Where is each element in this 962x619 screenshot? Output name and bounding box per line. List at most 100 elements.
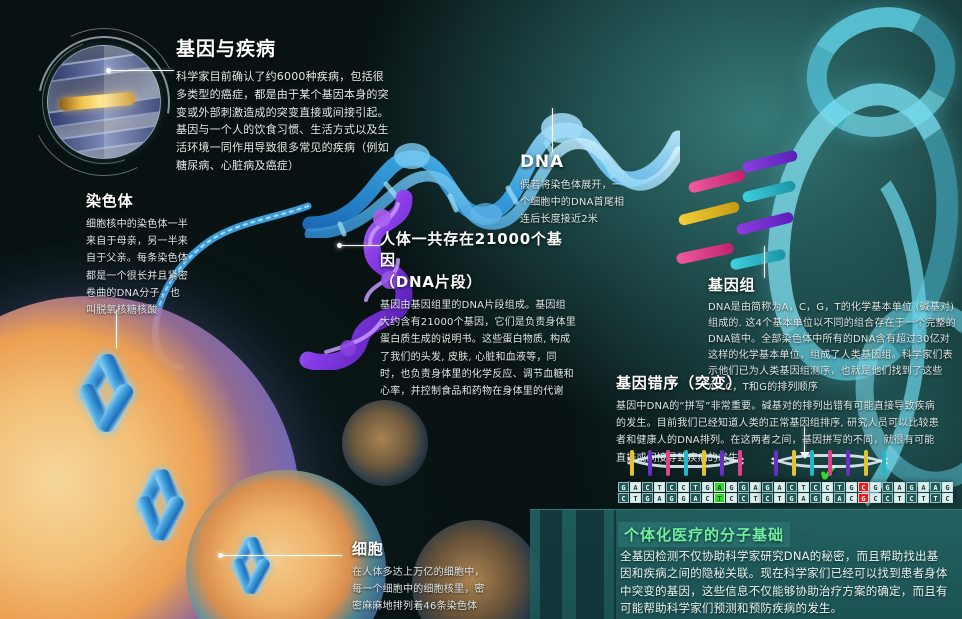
leader-dot [218, 553, 223, 558]
sequence-base-cell: C [846, 493, 857, 503]
conclusion-title: 个体化医疗的分子基础 [618, 522, 791, 547]
leader-dot [337, 243, 342, 248]
leader-line [222, 555, 342, 556]
base-pair-rung [729, 248, 787, 271]
section-title: 基因错序（突变） [616, 374, 743, 392]
sequence-base-cell: G [846, 482, 857, 492]
base-pair-rung [675, 242, 735, 265]
base-pair-rung [687, 169, 747, 194]
sequence-base-cell: A [654, 493, 665, 503]
section-body: 假若将染色体展开，一个细胞中的DNA首尾相连后长度接近2米 [520, 180, 625, 226]
sequence-base-cell: T [690, 482, 701, 492]
section-cell: 细胞 在人体多达上万亿的细胞中，每一个细胞中的细胞核里，密密麻麻地排列着46条染… [352, 538, 492, 616]
leader-line [552, 108, 553, 152]
section-genes-and-disease: 基因与疾病 科学家目前确认了约6000种疾病，包括很多类型的癌症，都是由于某个基… [176, 34, 392, 175]
leader-line [341, 245, 381, 246]
sequence-base-cell: T [918, 493, 929, 503]
sequence-base-cell: G [642, 493, 653, 503]
section-gene-count: 人体一共存在21000个基因 （DNA片段） 基因由基因组里的DNA片段组成。基… [380, 228, 576, 400]
sequence-base-cell: T [774, 493, 785, 503]
base-pair-rung [741, 179, 797, 204]
section-genome: 基因组 DNA是由简称为A，C，G，T的化学基本单位 (碱基对)组成的. 这4个… [708, 274, 956, 396]
sequence-base-cell: G [786, 493, 797, 503]
section-dna: DNA 假若将染色体展开，一个细胞中的DNA首尾相连后长度接近2米 [520, 152, 628, 229]
conclusion-panel: 个体化医疗的分子基础 全基因检测不仅协助科学家研究DNA的秘密，而且帮助找出基因… [530, 509, 962, 619]
sequence-base-cell: G [666, 493, 677, 503]
sequence-base-cell: G [726, 482, 737, 492]
sequence-base-cell: G [882, 482, 893, 492]
section-title: 基因组 [708, 276, 756, 294]
base-pair-rung [677, 200, 741, 227]
sequence-row-top: GACTCCTGAGGAGAAG [618, 482, 809, 492]
sequence-base-cell: A [834, 493, 845, 503]
cell-illustration-large [0, 296, 300, 619]
sequence-base-cell: G [942, 482, 953, 492]
sequence-base-cell: C [870, 493, 881, 503]
sequence-base-cell: G [762, 482, 773, 492]
sequence-base-cell: C [678, 482, 689, 492]
sequence-base-cell: C [642, 482, 653, 492]
section-body: 细胞核中的染色体一半来自于母亲，另一半来自于父亲。每条染色体都是一个很长并且紧密… [86, 219, 188, 316]
section-title: 染色体 [86, 192, 134, 210]
section-body: 科学家目前确认了约6000种疾病，包括很多类型的癌症，都是由于某个基因本身的突变… [176, 70, 389, 173]
sequence-base-cell: T [834, 482, 845, 492]
sequence-base-cell: C [618, 493, 629, 503]
section-title: 基因与疾病 [176, 38, 277, 60]
sequence-base-cell: C [786, 482, 797, 492]
base-pair-rung [741, 149, 799, 174]
sequence-base-cell: T [654, 482, 665, 492]
sequence-base-cell: T [630, 493, 641, 503]
sequence-base-cell: C [906, 493, 917, 503]
sequence-base-cell: C [822, 482, 833, 492]
sequence-base-cell: G [738, 482, 749, 492]
section-body: DNA是由简称为A，C，G，T的化学基本单位 (碱基对)组成的. 这4个基本单位… [708, 302, 956, 393]
sequence-base-cell: G [618, 482, 629, 492]
sequence-base-cell: A [774, 482, 785, 492]
sequence-base-cell: G [822, 493, 833, 503]
conclusion-body: 全基因检测不仅协助科学家研究DNA的秘密，而且帮助找出基因和疾病之间的隐秘关联。… [620, 549, 948, 616]
sequence-base-cell: T [930, 493, 941, 503]
sequence-base-cell: A [798, 493, 809, 503]
sequence-base-cell: A [894, 482, 905, 492]
dna-tube-loop-top [791, 0, 962, 155]
sequence-base-cell: C [702, 493, 713, 503]
sequence-base-cell: C [858, 482, 869, 492]
sequence-base-cell: G [858, 493, 869, 503]
section-title: DNA [520, 152, 564, 172]
sequence-base-cell: T [750, 493, 761, 503]
sequence-base-cell: T [714, 493, 725, 503]
sequence-base-cell: C [666, 482, 677, 492]
cell-illustration-small [342, 400, 428, 486]
sequence-base-cell: C [738, 493, 749, 503]
section-title: 细胞 [352, 540, 384, 558]
panel-decorative-bars [530, 510, 962, 619]
section-chromosome: 染色体 细胞核中的染色体一半来自于母亲，另一半来自于父亲。每条染色体都是一个很长… [86, 190, 190, 319]
sequence-base-cell: C [762, 493, 773, 503]
sequence-base-cell: A [930, 482, 941, 492]
sequence-base-cell: T [798, 482, 809, 492]
section-title-line1: 人体一共存在21000个基因 [380, 230, 563, 269]
sequence-base-cell: G [870, 482, 881, 492]
sequence-base-cell: A [690, 493, 701, 503]
base-pair-rung [735, 211, 795, 236]
section-body: 基因由基因组里的DNA片段组成。基因组大约含有21000个基因，它们是负责身体里… [380, 300, 577, 397]
mini-helix-mutated [762, 444, 897, 482]
sequence-base-cell: C [726, 493, 737, 503]
sequence-base-cell: T [894, 493, 905, 503]
sequence-base-cell: A [630, 482, 641, 492]
sequence-base-cell: G [906, 482, 917, 492]
sequence-base-cell: C [810, 482, 821, 492]
mini-helix-normal [618, 444, 753, 482]
section-body: 在人体多达上万亿的细胞中，每一个细胞中的细胞核里，密密麻麻地排列着46条染色体 [352, 567, 485, 613]
sequence-base-cell: A [918, 482, 929, 492]
cell-membrane-inset-image [47, 45, 161, 159]
sequence-base-cell: G [702, 482, 713, 492]
sequence-base-cell: A [714, 482, 725, 492]
sequence-base-cell: C [942, 493, 953, 503]
sequence-base-cell: C [882, 493, 893, 503]
